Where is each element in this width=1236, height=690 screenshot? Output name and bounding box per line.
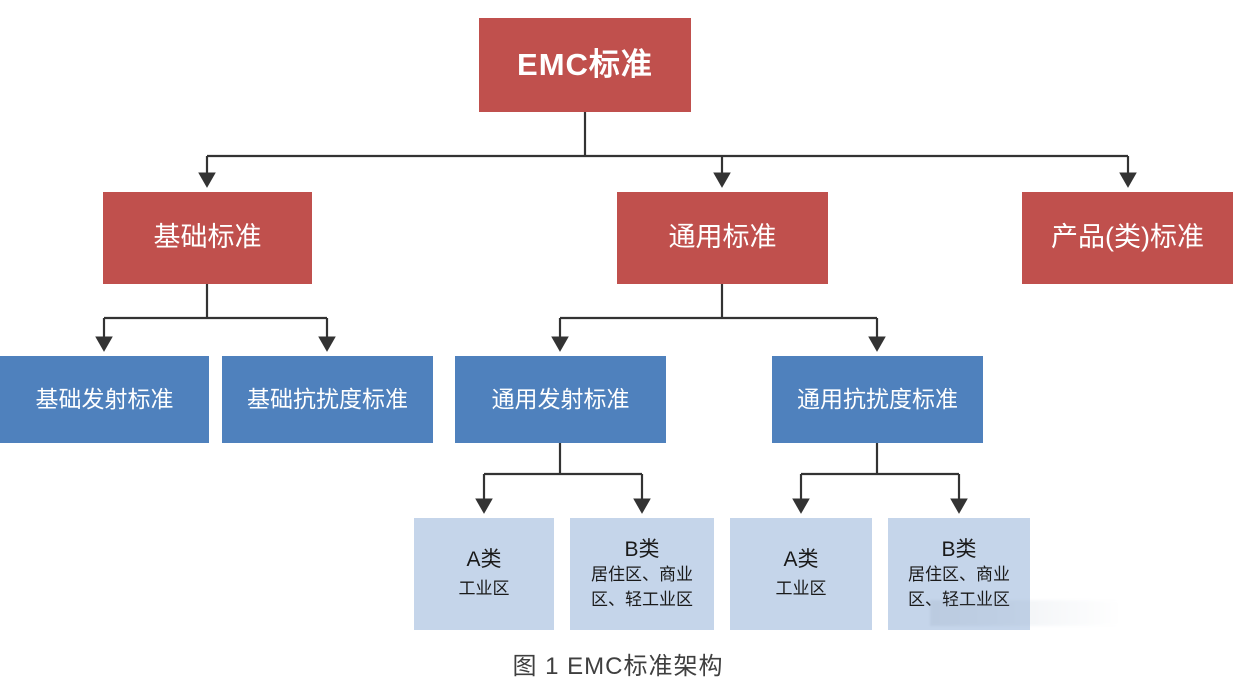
node-class-a-emission[interactable]: A类 工业区 — [414, 518, 554, 630]
node-class-b-emission[interactable]: B类 居住区、商业 区、轻工业区 — [570, 518, 714, 630]
node-basic-emission-standard[interactable]: 基础发射标准 — [0, 356, 209, 443]
edge-generic-immunity-to-classes — [792, 443, 968, 514]
node-label: 通用标准 — [668, 222, 777, 253]
node-label: 通用抗扰度标准 — [797, 386, 958, 413]
node-class-a-immunity[interactable]: A类 工业区 — [730, 518, 872, 630]
node-basic-immunity-standard[interactable]: 基础抗扰度标准 — [222, 356, 433, 443]
node-class-desc-line2: 区、轻工业区 — [591, 589, 693, 609]
node-label: 基础发射标准 — [35, 386, 174, 413]
node-product-family-standards[interactable]: 产品(类)标准 — [1022, 192, 1233, 284]
node-label: 基础抗扰度标准 — [247, 386, 408, 413]
edge-basic-to-level3 — [95, 284, 336, 352]
watermark — [930, 600, 1120, 626]
node-class-desc-line2: 区、轻工业区 — [908, 589, 1010, 609]
node-class-title: B类 — [624, 537, 660, 561]
node-label: 基础标准 — [153, 222, 262, 253]
node-class-desc-line1: 居住区、商业 — [591, 565, 693, 584]
node-label: EMC标准 — [517, 46, 653, 82]
edge-generic-emission-to-classes — [475, 443, 651, 514]
node-class-title: A类 — [466, 548, 502, 572]
node-class-desc-line1: 居住区、商业 — [908, 565, 1010, 584]
node-generic-emission-standard[interactable]: 通用发射标准 — [455, 356, 666, 443]
node-class-title: A类 — [783, 548, 819, 572]
node-class-desc-line1: 工业区 — [458, 579, 510, 599]
figure-caption: 图 1 EMC标准架构 — [512, 653, 724, 680]
node-basic-standards[interactable]: 基础标准 — [103, 192, 312, 284]
node-generic-standards[interactable]: 通用标准 — [617, 192, 828, 284]
node-class-title: B类 — [941, 537, 977, 561]
node-label: 产品(类)标准 — [1051, 222, 1204, 253]
edge-generic-to-level3 — [551, 284, 886, 352]
edge-root-to-level2 — [198, 112, 1137, 188]
node-class-desc-line1: 工业区 — [775, 579, 827, 599]
node-label: 通用发射标准 — [491, 386, 630, 413]
node-emc-standards-root[interactable]: EMC标准 — [479, 18, 691, 112]
node-generic-immunity-standard[interactable]: 通用抗扰度标准 — [772, 356, 983, 443]
node-class-b-immunity[interactable]: B类 居住区、商业 区、轻工业区 — [888, 518, 1030, 630]
